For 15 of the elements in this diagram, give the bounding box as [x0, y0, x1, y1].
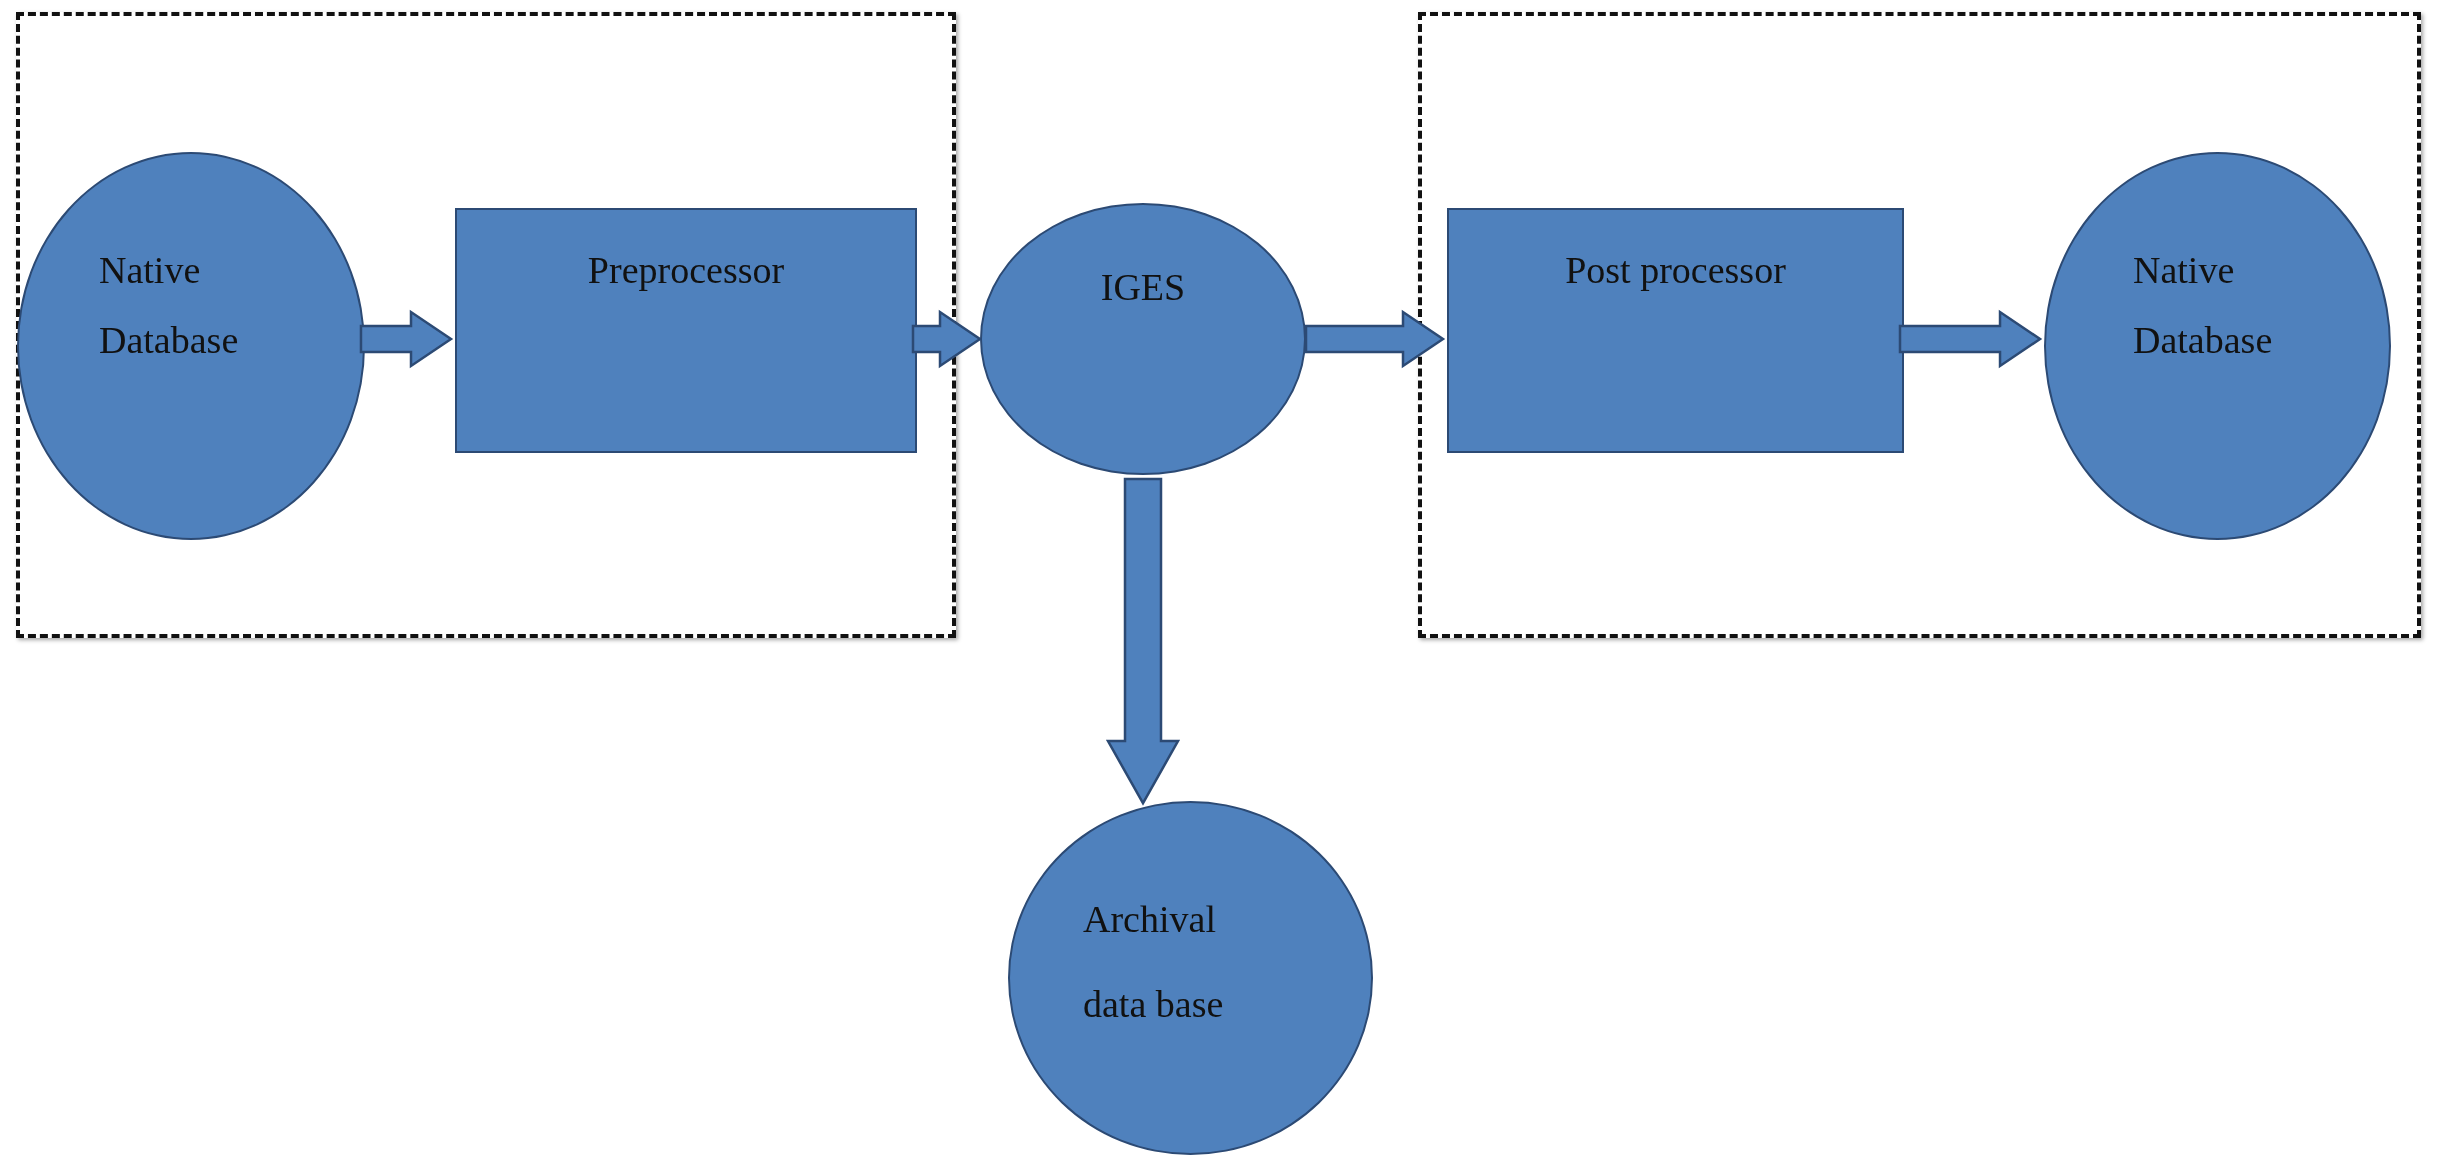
- block-arrow: [359, 309, 454, 369]
- block-arrow: [1105, 477, 1181, 806]
- dashed-frame: [16, 12, 956, 638]
- process-box: [1447, 208, 1904, 453]
- dashed-frame: [1418, 12, 2421, 638]
- block-arrow: [1304, 309, 1446, 369]
- node-label: IGES: [1099, 265, 1187, 310]
- block-arrow: [1898, 309, 2043, 369]
- node-label: Post processor: [1564, 248, 1787, 293]
- process-box: [455, 208, 917, 453]
- node-label: Native Database: [2133, 248, 2274, 363]
- node-label: Archival data base: [1083, 897, 1225, 1027]
- block-arrow: [911, 309, 983, 369]
- node-label: Native Database: [99, 248, 240, 363]
- node-label: Preprocessor: [586, 248, 786, 293]
